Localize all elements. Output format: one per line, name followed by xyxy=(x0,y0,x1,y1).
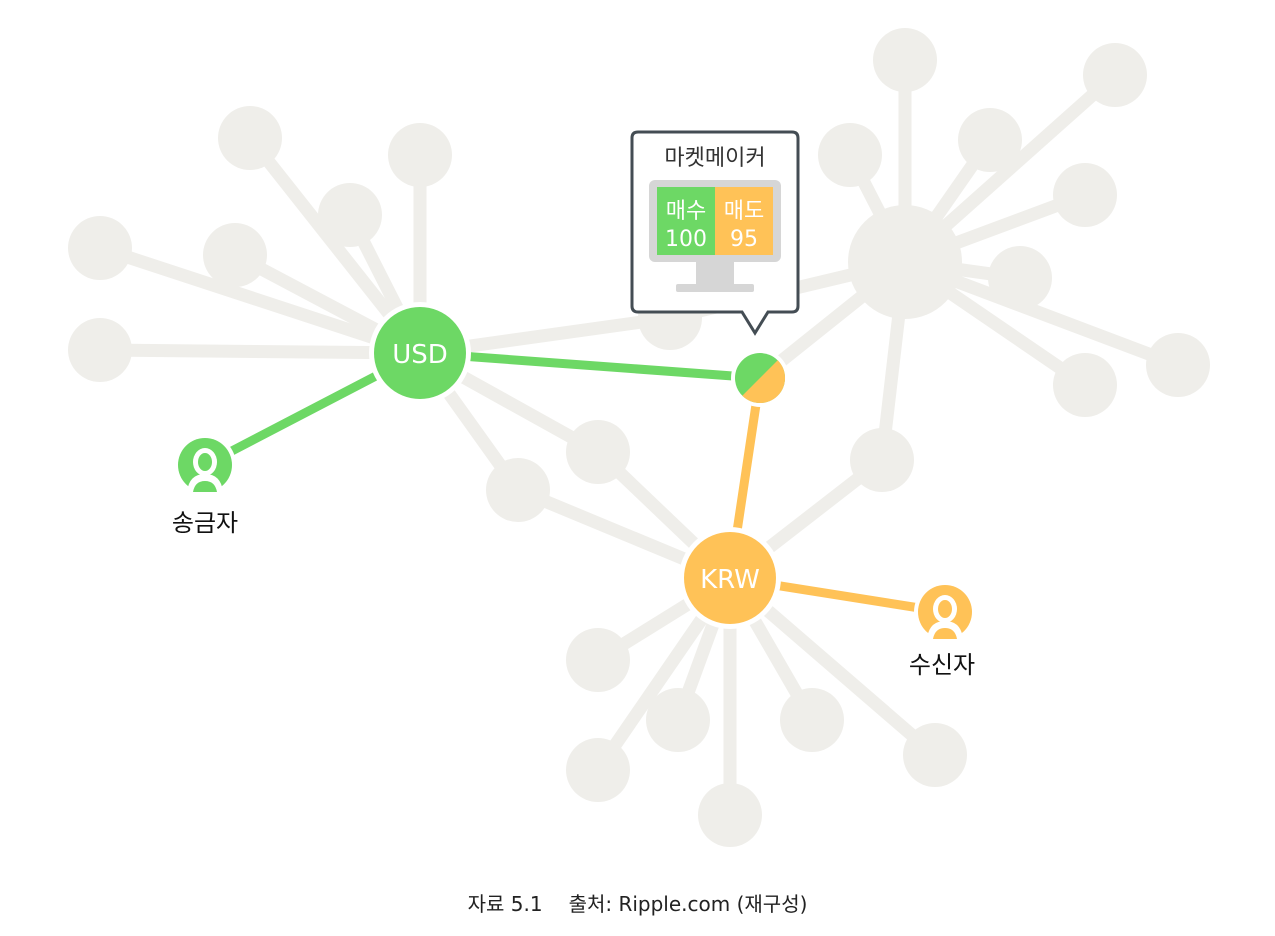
monitor-icon xyxy=(649,180,781,292)
network-node xyxy=(958,108,1022,172)
sender-node xyxy=(174,434,236,496)
usd-label: USD xyxy=(392,340,448,370)
figure-source: 출처: Ripple.com (재구성) xyxy=(568,892,808,916)
network-node xyxy=(646,688,710,752)
network-node xyxy=(388,123,452,187)
network-node xyxy=(203,223,267,287)
network-node xyxy=(1053,163,1117,227)
sell-value: 95 xyxy=(730,227,758,252)
network-node xyxy=(566,738,630,802)
network-node xyxy=(566,420,630,484)
network-node xyxy=(68,318,132,382)
network-node xyxy=(218,106,282,170)
network-hub xyxy=(848,205,962,319)
market-maker-node xyxy=(731,349,789,407)
network-node xyxy=(486,458,550,522)
sell-label: 매도 xyxy=(724,199,764,224)
sender-label: 송금자 xyxy=(172,509,238,537)
network-node xyxy=(850,428,914,492)
figure-caption: 자료 5.1 출처: Ripple.com (재구성) xyxy=(0,888,1275,917)
payment-path xyxy=(200,348,950,617)
network-node xyxy=(873,28,937,92)
network-node xyxy=(566,628,630,692)
krw-label: KRW xyxy=(700,565,760,595)
network-node xyxy=(1053,353,1117,417)
network-node xyxy=(1083,43,1147,107)
network-node xyxy=(698,783,762,847)
usd-marketmaker-link xyxy=(415,348,765,383)
receiver-node xyxy=(914,581,976,643)
network-nodes xyxy=(68,28,1210,847)
buy-value: 100 xyxy=(665,227,707,252)
market-maker-tooltip: 마켓메이커 매수 100 매도 95 xyxy=(630,130,800,336)
network-node xyxy=(988,246,1052,310)
network-node xyxy=(318,183,382,247)
receiver-label: 수신자 xyxy=(909,651,975,679)
network-node xyxy=(1146,333,1210,397)
market-maker-title: 마켓메이커 xyxy=(664,146,765,171)
network-node xyxy=(68,216,132,280)
network-node xyxy=(818,123,882,187)
figure-number: 자료 5.1 xyxy=(467,892,543,916)
usd-node: USD xyxy=(369,302,471,404)
buy-label: 매수 xyxy=(666,199,706,224)
krw-node: KRW xyxy=(679,527,781,629)
network-node xyxy=(780,688,844,752)
network-node xyxy=(903,723,967,787)
